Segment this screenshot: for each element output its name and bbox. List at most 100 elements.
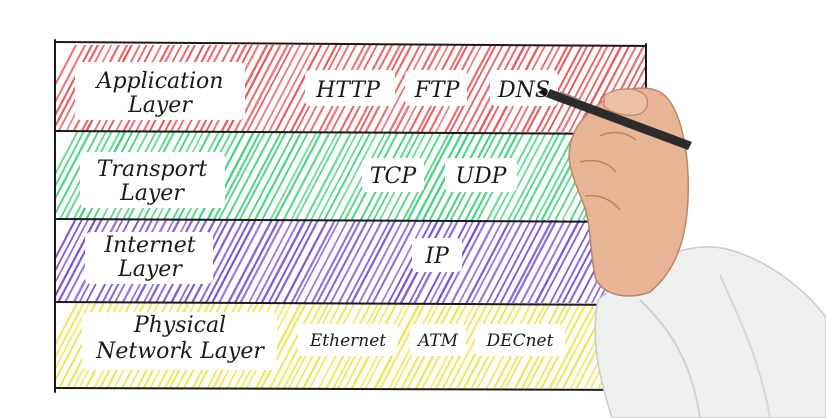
hatch-stroke [519,220,566,303]
hatch-stroke [450,220,497,303]
hatch-stroke [225,132,274,220]
hatch-stroke [233,132,283,220]
hatch-stroke [492,220,539,303]
hatch-stroke [527,220,573,303]
finger-crease-3 [584,194,621,211]
protocol-tcp: TCP [370,164,418,189]
frame-top-line [55,41,647,47]
hatch-stroke [55,45,78,88]
pen-tip [538,88,546,97]
hatch-stroke [269,303,316,388]
hatch-stroke [555,45,604,132]
hatch-stroke [254,220,301,303]
http-label-bg [305,70,395,106]
hatch-stroke [267,45,316,132]
hatch-stroke [568,45,617,132]
internet-label-bg [85,232,213,284]
hatch-stroke [444,45,493,132]
hatch-stroke [260,303,308,388]
hatch-stroke [534,220,581,303]
pen-highlight [559,91,581,101]
hatch-stroke [253,132,303,220]
physical-layer-title-line1: Physical [133,313,226,338]
hatch-stroke [198,220,245,303]
hatch-stroke [210,220,257,303]
hatch-stroke [260,220,307,303]
layer-labels: Application Layer HTTP FTP DNS Transport… [95,69,554,364]
hatch-stroke [55,220,83,273]
hatch-stroke [507,132,556,220]
frame-left-line [53,39,57,393]
hatch-stroke [549,220,595,303]
pen-body [546,89,692,150]
hatch-stroke [303,220,349,303]
hatch-stroke [238,132,287,220]
hatch-stroke [554,303,602,388]
hatch-stroke [273,132,323,220]
hatch-stroke [239,220,286,303]
hatch-stroke [282,132,332,220]
udp-label-bg [445,158,517,192]
hatch-stroke [55,45,87,105]
hatch-stroke [273,220,320,303]
application-layer-title-line2: Layer [127,93,193,118]
hatch-stroke [414,132,464,220]
hatch-stroke [535,45,584,132]
hatch-stroke [448,303,496,388]
hatch-stroke [260,132,310,220]
transport-layer-title-line2: Layer [119,181,185,206]
hatch-stroke [55,45,94,118]
hatch-stroke [55,45,100,129]
protocol-ethernet: Ethernet [309,331,386,351]
thumb [603,88,649,116]
ftp-label-bg [405,70,467,106]
hatch-stroke [282,220,329,303]
hatch-stroke [345,220,392,303]
hatch-stroke [358,220,404,303]
hatch-stroke [290,220,337,303]
hatch-stroke [560,45,610,132]
dns-label-bg [490,70,558,106]
hatch-stroke [323,132,372,220]
hatch-stroke [337,220,384,303]
hatch-stroke [465,220,512,303]
transport-label-bg [80,152,225,208]
hatch-stroke [448,45,497,132]
physical-layer-title-line2: Network Layer [95,339,265,364]
sleeve-fold-2 [719,274,771,418]
divider-1 [54,130,648,135]
hatch-stroke [226,220,274,303]
hatch-stroke [245,45,294,132]
hatch-stroke [456,45,504,132]
hatch-stroke [512,132,562,220]
hatch-stroke [240,45,289,132]
hatch-stroke [315,220,362,303]
internet-layer-title-line2: Layer [117,257,183,282]
hatch-stroke [499,132,548,220]
hatch-stroke [246,132,296,220]
hatch-stroke [507,220,554,303]
hatch-stroke [55,303,79,348]
hatch-stroke [470,220,517,303]
hatch-stroke [486,220,532,303]
layer-frame [53,39,648,393]
hatch-stroke [379,45,428,132]
protocol-udp: UDP [456,164,508,189]
hatch-stroke [540,45,589,132]
protocol-ip: IP [424,244,450,269]
divider-3 [54,301,647,306]
tcp-label-bg [362,158,424,192]
hatch-stroke [55,220,89,285]
hatch-stroke [267,220,314,303]
hatch-stroke [217,132,266,220]
finger-crease-2 [579,159,617,173]
hatch-stroke [261,45,309,132]
hatch-stroke [254,303,303,388]
ip-label-bg [412,238,462,272]
hatch-stroke [55,303,85,360]
hatch-stroke [463,45,513,132]
hatch-stroke [406,132,456,220]
hatch-stroke [303,132,353,220]
hatch-stroke [511,220,558,303]
hatch-stroke [233,220,280,303]
